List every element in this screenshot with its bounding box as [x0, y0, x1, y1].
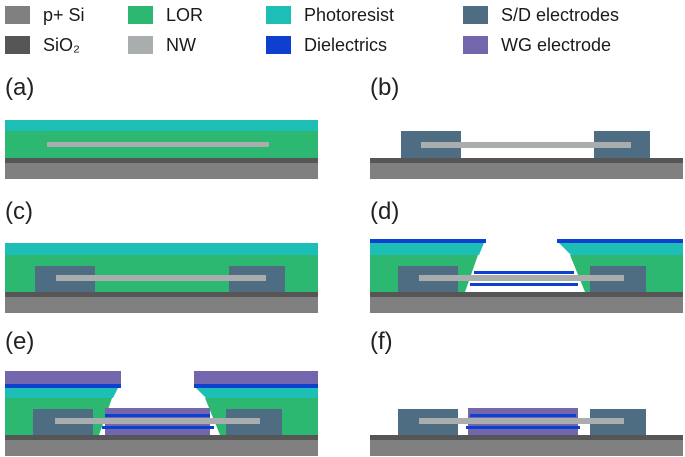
panel-b-stack	[370, 131, 683, 179]
nw-swatch	[128, 36, 153, 54]
panel-label-b: (b)	[370, 74, 400, 101]
nanowire	[419, 275, 624, 281]
nanowire	[419, 418, 624, 424]
panel-label-a: (a)	[5, 74, 35, 101]
sio2-layer	[5, 292, 318, 297]
legend-item-nw: NW	[128, 33, 196, 57]
dielectrics-swatch	[266, 36, 291, 54]
dielectric-lower-wire	[102, 426, 214, 429]
photoresist-right	[196, 388, 318, 398]
legend-label: S/D electrodes	[501, 4, 620, 25]
nanowire	[421, 142, 631, 148]
photoresist-swatch	[266, 6, 291, 24]
panel-c-stack	[5, 243, 318, 313]
legend-item-photoresist: Photoresist	[266, 3, 394, 27]
legend-item-lor: LOR	[128, 3, 203, 27]
psi-substrate	[5, 297, 318, 313]
dielectric-upper-wire	[470, 414, 576, 417]
dielectric-lower-wire	[466, 426, 580, 429]
sio2-layer	[370, 292, 683, 297]
psi-substrate	[5, 440, 318, 456]
legend-item-wg-electrode: WG electrode	[463, 33, 611, 57]
legend-label: Photoresist	[304, 4, 395, 25]
psi-substrate	[370, 163, 683, 179]
legend-label: SiO₂	[43, 34, 80, 55]
dielectric-upper-wire	[105, 414, 210, 417]
sd-electrodes-swatch	[463, 6, 488, 24]
legend-label: Dielectrics	[304, 34, 388, 55]
lor-swatch	[128, 6, 153, 24]
dielectric-top-left	[5, 384, 121, 388]
sio2-layer	[5, 158, 318, 163]
dielectric-top-right	[557, 239, 683, 243]
panel-d-stack	[370, 239, 683, 313]
sio2-layer	[5, 435, 318, 440]
dielectric-top-right	[194, 384, 318, 388]
nanowire	[55, 418, 260, 424]
panel-label-f: (f)	[370, 328, 393, 355]
psi-substrate	[370, 440, 683, 456]
dielectric-lower-wire	[470, 283, 578, 286]
photoresist-layer	[5, 120, 318, 131]
photoresist-left	[5, 388, 118, 398]
wg-electrode-top-left	[5, 371, 121, 384]
panel-f-stack	[370, 408, 683, 456]
psi-substrate	[5, 163, 318, 179]
panel-label-c: (c)	[5, 198, 33, 225]
sio2-layer	[370, 158, 683, 163]
legend-label: p+ Si	[43, 4, 85, 25]
psi-substrate	[370, 297, 683, 313]
photoresist-right	[559, 243, 683, 255]
sio2-layer	[370, 435, 683, 440]
legend-item-psi: p+ Si	[5, 3, 85, 27]
panel-label-d: (d)	[370, 198, 400, 225]
photoresist-left	[370, 243, 484, 255]
legend-item-sd-electrodes: S/D electrodes	[463, 3, 619, 27]
legend-label: WG electrode	[501, 34, 612, 55]
legend-item-sio2: SiO₂	[5, 33, 80, 57]
dielectric-top-left	[370, 239, 486, 243]
photoresist-layer	[5, 243, 318, 255]
wg-electrode-top-right	[194, 371, 318, 384]
panel-label-e: (e)	[5, 328, 35, 355]
legend-item-dielectrics: Dielectrics	[266, 33, 387, 57]
panel-a-stack	[5, 120, 318, 179]
panel-e-stack	[5, 371, 318, 456]
legend-label: LOR	[166, 4, 204, 25]
wg-electrode-swatch	[463, 36, 488, 54]
legend-label: NW	[166, 34, 196, 55]
dielectric-upper-wire	[474, 271, 574, 274]
psi-swatch	[5, 6, 30, 24]
nanowire	[56, 275, 266, 281]
sio2-swatch	[5, 36, 30, 54]
nanowire	[47, 142, 269, 147]
